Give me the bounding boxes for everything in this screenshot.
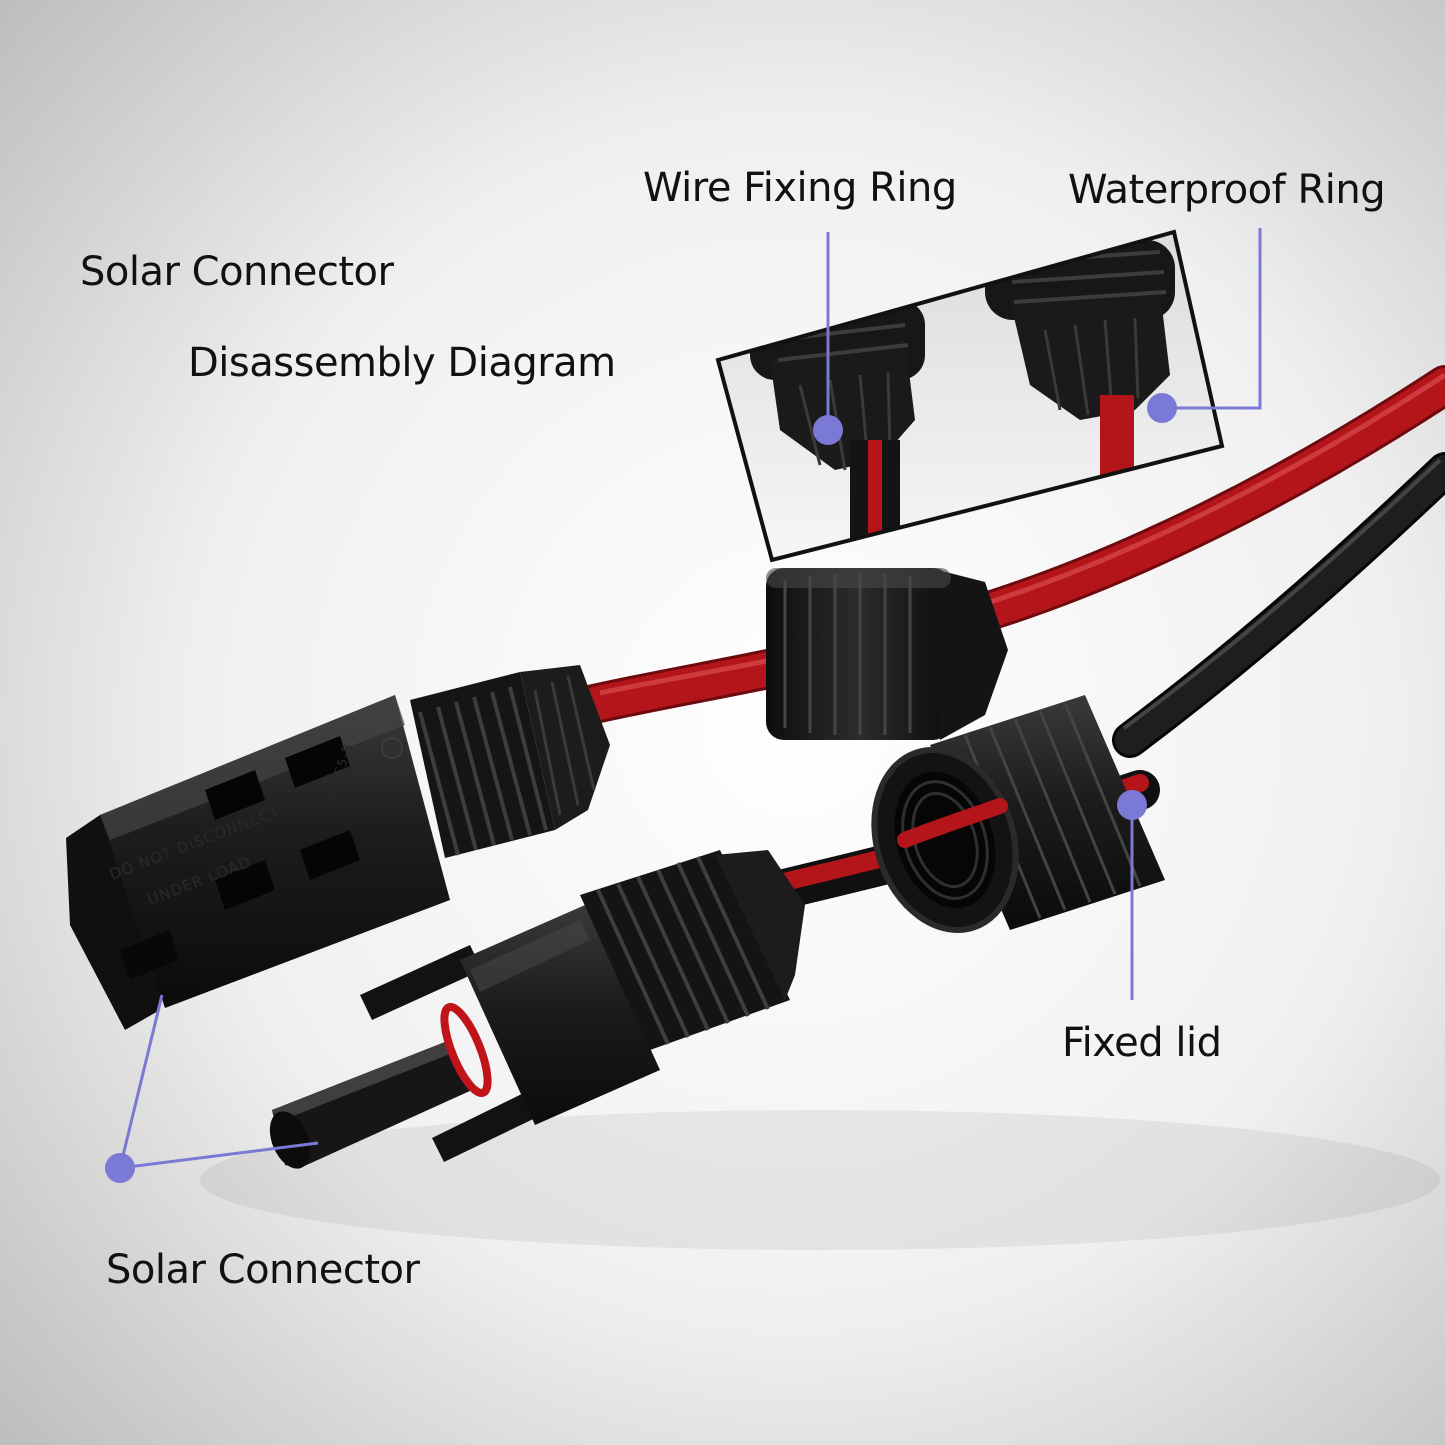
male-connector (269, 850, 805, 1169)
fixed-lid-dot (1117, 790, 1147, 820)
upper-lid-nut (766, 568, 1008, 740)
connector-logo-icon (381, 737, 403, 759)
waterproof-ring-dot (1147, 393, 1177, 423)
fixed-lid-label: Fixed lid (1062, 1020, 1222, 1066)
male-pin (272, 1040, 472, 1168)
wire-fixing-ring-label: Wire Fixing Ring (643, 165, 957, 211)
solar-connector-label: Solar Connector (106, 1247, 420, 1293)
zoom-inset (715, 229, 1225, 563)
wire-fixing-ring-dot (813, 415, 843, 445)
female-body (100, 695, 450, 1008)
waterproof-ring-label: Waterproof Ring (1068, 167, 1386, 213)
title-line-1: Solar Connector (80, 249, 394, 295)
female-connector: DO NOT DISCONNECT UNDER LOAD PV-C5-B (66, 665, 610, 1030)
callout-dots (105, 393, 1177, 1183)
black-cable (1115, 455, 1445, 755)
lower-lid-nut (871, 695, 1165, 933)
zoom-frame (715, 229, 1225, 563)
solar-connector-dot (105, 1153, 135, 1183)
floor-shadow (200, 1110, 1440, 1250)
title-line-2: Disassembly Diagram (188, 340, 616, 386)
waterproof-ring-leader (1162, 228, 1262, 410)
male-gland (715, 850, 805, 1000)
red-o-ring (440, 1003, 492, 1097)
